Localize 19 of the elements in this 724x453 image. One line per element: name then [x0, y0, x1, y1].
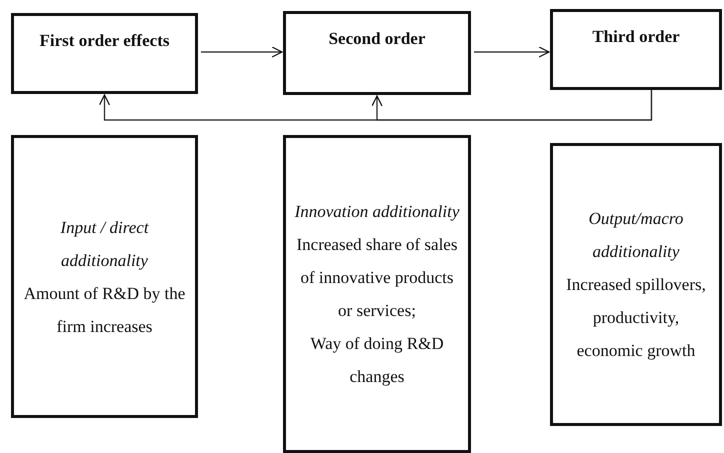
arrow [201, 46, 283, 58]
box-heading: Output/macro additionality [588, 208, 684, 263]
description-box [11, 135, 198, 418]
box-heading: Innovation additionality [294, 201, 460, 223]
box-text: Increased share of sales of innovative products or services; [296, 234, 458, 322]
box-title: Second order [328, 28, 426, 50]
arrow [474, 46, 550, 58]
box-text: Increased spillovers, productivity, economic growth [565, 274, 707, 362]
box-heading: Input / direct additionality [59, 216, 150, 272]
box-text: Amount of R&D by the firm increases [22, 282, 186, 338]
box-text: Way of doing R&D changes [309, 333, 445, 388]
description-box [550, 143, 722, 426]
process-box [11, 13, 198, 94]
arrow [371, 90, 652, 121]
process-box [283, 11, 471, 95]
box-title: First order effects [40, 30, 170, 52]
process-box [550, 9, 722, 90]
box-title: Third order [592, 26, 680, 48]
description-box [283, 135, 471, 453]
